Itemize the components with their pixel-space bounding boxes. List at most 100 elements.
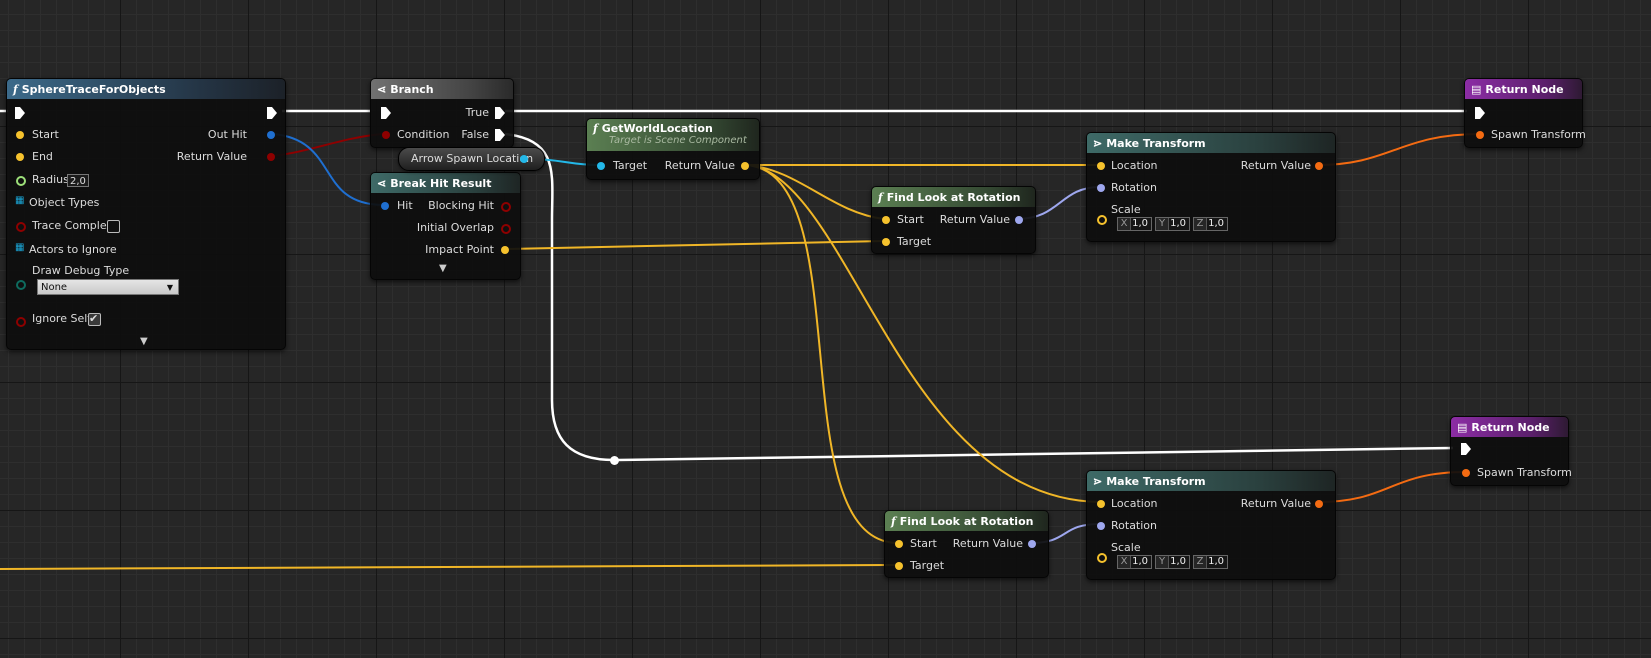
sphere-trace-header[interactable]: f SphereTraceForObjects	[7, 79, 285, 99]
find-look-header[interactable]: f Find Look at Rotation	[872, 187, 1035, 207]
hit-label: Hit	[397, 199, 413, 212]
vector-wire-gwl-to-fl2	[746, 164, 898, 544]
ignore-self-pin[interactable]	[16, 317, 26, 327]
scale-pin[interactable]	[1097, 553, 1107, 563]
branch-header[interactable]: ⋖ Branch	[371, 79, 513, 99]
get-world-location-header[interactable]: f GetWorldLocation Target is Scene Compo…	[587, 119, 759, 151]
return-value-pin[interactable]	[267, 153, 275, 161]
reroute-knot[interactable]	[610, 456, 619, 465]
target-label: Target	[910, 559, 945, 572]
scale-x-value: 1,0	[1132, 556, 1148, 567]
dropdown-value: None	[41, 282, 68, 293]
start-label: Start	[32, 128, 59, 141]
object-types-label: Object Types	[29, 196, 100, 209]
vector-wire-left-to-fl2	[0, 564, 898, 570]
exec-in-pin[interactable]	[15, 107, 25, 119]
node-title: SphereTraceForObjects	[21, 82, 166, 96]
function-icon: f	[593, 122, 598, 135]
end-pin[interactable]	[16, 153, 24, 161]
make-transform-header[interactable]: ⋗ Make Transform	[1087, 133, 1335, 153]
node-title: Make Transform	[1106, 136, 1206, 150]
impact-point-pin[interactable]	[501, 246, 509, 254]
condition-pin[interactable]	[382, 131, 390, 139]
initial-overlap-pin[interactable]	[501, 224, 511, 234]
arrow-spawn-location-variable[interactable]: Arrow Spawn Location	[398, 147, 545, 171]
location-pin[interactable]	[1097, 162, 1105, 170]
location-label: Location	[1111, 159, 1158, 172]
make-transform-node-2[interactable]: ⋗ Make Transform Location Rotation Scale…	[1086, 470, 1336, 580]
return-value-pin[interactable]	[741, 162, 749, 170]
return-node-2[interactable]: ▤ Return Node Spawn Transform	[1450, 416, 1572, 486]
draw-debug-pin[interactable]	[16, 280, 26, 290]
hit-pin[interactable]	[381, 202, 389, 210]
target-pin[interactable]	[597, 162, 605, 170]
target-pin[interactable]	[882, 238, 890, 246]
draw-debug-dropdown[interactable]: None ▼	[37, 279, 179, 295]
return-value-pin[interactable]	[1315, 162, 1323, 170]
radius-pin[interactable]	[16, 176, 26, 186]
chevron-down-icon: ▼	[166, 283, 173, 292]
return-value-pin[interactable]	[1028, 540, 1036, 548]
break-hit-header[interactable]: ⋖ Break Hit Result	[371, 173, 520, 193]
vector-wire-gwl-to-mt2	[746, 164, 1101, 503]
rotation-pin[interactable]	[1097, 184, 1105, 192]
scale-x-value: 1,0	[1132, 218, 1148, 229]
find-look-at-rotation-node-1[interactable]: f Find Look at Rotation Start Target Ret…	[871, 186, 1036, 254]
find-look-at-rotation-node-2[interactable]: f Find Look at Rotation Start Target Ret…	[884, 510, 1049, 578]
exec-false-pin[interactable]	[495, 129, 505, 141]
trace-complex-checkbox[interactable]	[107, 220, 120, 233]
spawn-transform-pin[interactable]	[1476, 131, 1484, 139]
return-value-pin[interactable]	[1315, 500, 1323, 508]
branch-node[interactable]: ⋖ Branch Condition True False	[370, 78, 514, 148]
target-pin[interactable]	[895, 562, 903, 570]
exec-out-pin[interactable]	[267, 107, 277, 119]
y-axis-label: Y	[1156, 556, 1169, 568]
return-value-pin[interactable]	[1015, 216, 1023, 224]
location-pin[interactable]	[1097, 500, 1105, 508]
start-pin[interactable]	[882, 216, 890, 224]
radius-input[interactable]: 2,0	[67, 174, 89, 187]
exec-wire-knot-to-return2	[617, 446, 1454, 462]
return-node-1[interactable]: ▤ Return Node Spawn Transform	[1464, 78, 1586, 148]
break-struct-icon: ⋖	[377, 176, 387, 190]
exec-true-pin[interactable]	[495, 107, 505, 119]
vector-wire-impact-to-fl1	[506, 240, 885, 250]
spawn-transform-label: Spawn Transform	[1477, 466, 1572, 479]
return-node-header[interactable]: ▤ Return Node	[1451, 417, 1568, 437]
variable-out-pin[interactable]	[520, 155, 528, 163]
make-transform-header[interactable]: ⋗ Make Transform	[1087, 471, 1335, 491]
trace-complex-pin[interactable]	[16, 222, 26, 232]
expand-arrow-icon[interactable]: ▼	[439, 263, 447, 274]
exec-in-pin[interactable]	[381, 107, 391, 119]
break-hit-result-node[interactable]: ⋖ Break Hit Result Hit Blocking Hit Init…	[370, 172, 521, 280]
exec-in-pin[interactable]	[1461, 443, 1471, 455]
find-look-header[interactable]: f Find Look at Rotation	[885, 511, 1048, 531]
out-hit-pin[interactable]	[267, 131, 275, 139]
ignore-self-checkbox[interactable]	[88, 312, 101, 326]
make-struct-icon: ⋗	[1093, 474, 1103, 488]
rotation-pin[interactable]	[1097, 522, 1105, 530]
expand-arrow-icon[interactable]: ▼	[140, 336, 148, 347]
spawn-transform-pin[interactable]	[1462, 469, 1470, 477]
sphere-trace-node[interactable]: f SphereTraceForObjects Start End Radius…	[6, 78, 286, 350]
start-pin[interactable]	[16, 131, 24, 139]
scale-pin[interactable]	[1097, 215, 1107, 225]
array-icon: ▦	[15, 195, 25, 206]
start-pin[interactable]	[895, 540, 903, 548]
make-transform-node-1[interactable]: ⋗ Make Transform Location Rotation Scale…	[1086, 132, 1336, 242]
exec-in-pin[interactable]	[1475, 107, 1485, 119]
return-value-label: Return Value	[1240, 497, 1311, 510]
node-title: Make Transform	[1106, 474, 1206, 488]
blocking-hit-pin[interactable]	[501, 202, 511, 212]
function-icon: f	[13, 82, 18, 96]
make-struct-icon: ⋗	[1093, 136, 1103, 150]
location-label: Location	[1111, 497, 1158, 510]
get-world-location-node[interactable]: f GetWorldLocation Target is Scene Compo…	[586, 118, 760, 180]
return-node-header[interactable]: ▤ Return Node	[1465, 79, 1582, 99]
